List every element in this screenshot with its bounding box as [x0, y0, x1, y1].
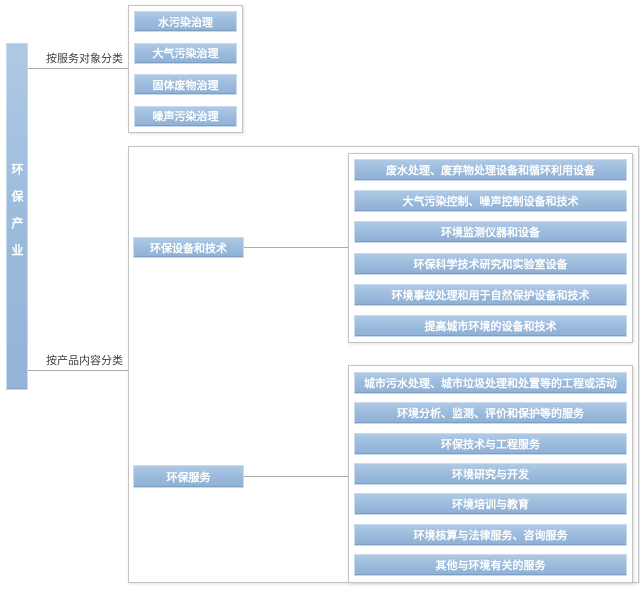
branch-label-by-product-content: 按产品内容分类 — [46, 355, 123, 367]
node-monitoring-instruments: 环境监测仪器和设备 — [354, 221, 627, 244]
node-environmental-services: 环保服务 — [133, 465, 244, 488]
root-node-environmental-industry: 环保产业 — [6, 43, 28, 390]
node-air-pollution-control: 大气污染治理 — [134, 42, 237, 64]
node-equipment-and-technology: 环保设备和技术 — [133, 237, 244, 258]
node-wastewater-treatment-equipment: 废水处理、废弃物处理设备和循环利用设备 — [354, 159, 627, 181]
node-technology-engineering-services: 环保技术与工程服务 — [354, 432, 627, 455]
connector-line-services — [244, 476, 348, 477]
node-water-pollution-control: 水污染治理 — [134, 11, 237, 32]
node-accounting-legal-consulting: 环境核算与法律服务、咨询服务 — [354, 523, 627, 546]
node-research-development: 环境研究与开发 — [354, 462, 627, 485]
node-other-environment-services: 其他与环境有关的服务 — [354, 553, 627, 576]
root-node-label: 环保产业 — [10, 162, 24, 271]
node-urban-environment-equipment: 提高城市环境的设备和技术 — [354, 314, 627, 337]
group-equipment-items: 废水处理、废弃物处理设备和循环利用设备 大气污染控制、噪声控制设备和技术 环境监… — [348, 153, 633, 343]
group-service-items: 城市污水处理、城市垃圾处理和处置等的工程或活动 环境分析、监测、评价和保护等的服… — [348, 365, 633, 583]
connector-line-equipment — [244, 247, 348, 248]
node-noise-pollution-control: 噪声污染治理 — [134, 105, 237, 127]
node-research-lab-equipment: 环保科学技术研究和实验室设备 — [354, 252, 627, 275]
node-accident-nature-protection-equipment: 环境事故处理和用于自然保护设备和技术 — [354, 283, 627, 306]
node-air-noise-control-equipment: 大气污染控制、噪声控制设备和技术 — [354, 190, 627, 213]
node-analysis-monitoring-services: 环境分析、监测、评价和保护等的服务 — [354, 402, 627, 425]
branch-label-by-service-target: 按服务对象分类 — [46, 53, 123, 65]
connector-line-branch-product — [28, 370, 128, 371]
group-service-targets: 水污染治理 大气污染治理 固体废物治理 噪声污染治理 — [128, 5, 243, 133]
connector-line-branch-service — [28, 68, 128, 69]
node-solid-waste-control: 固体废物治理 — [134, 74, 237, 96]
node-sewage-garbage-projects: 城市污水处理、城市垃圾处理和处置等的工程或活动 — [354, 372, 627, 394]
node-training-education: 环境培训与教育 — [354, 493, 627, 516]
